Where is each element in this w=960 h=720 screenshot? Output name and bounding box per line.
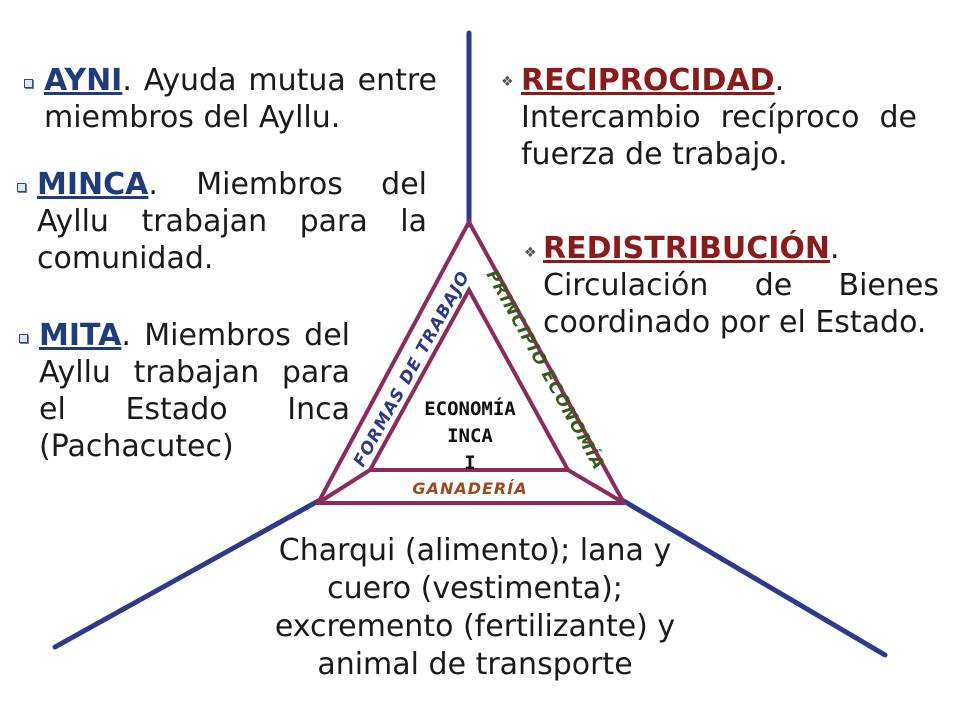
minca-text: . Miembros del Ayllu trabajan para la co… (37, 167, 427, 276)
redistribucion-text: . Circulación de Bienes coordinado por e… (543, 231, 939, 340)
connector-right (566, 468, 626, 505)
reciprocidad-text: . Intercambio recíproco de fuerza de tra… (521, 63, 917, 172)
bullet-reciprocidad: ❖ (501, 74, 514, 90)
mita-text: . Miembros del Ayllu trabajan para el Es… (39, 318, 350, 464)
center-title: ECONOMÍA INCA I (400, 396, 540, 477)
center-line-1: ECONOMÍA (424, 398, 516, 420)
bullet-minca (17, 183, 26, 192)
reciprocidad-term: RECIPROCIDAD (521, 63, 775, 98)
bullet-ayni (24, 79, 33, 88)
label-ganaderia: GANADERÍA (412, 479, 527, 498)
redistribucion-term: REDISTRIBUCIÓN (543, 231, 831, 266)
mita-block: MITA. Miembros del Ayllu trabajan para e… (39, 317, 350, 465)
mita-term: MITA (39, 318, 122, 353)
minca-block: MINCA. Miembros del Ayllu trabajan para … (37, 166, 427, 277)
left-axis-line (52, 497, 323, 650)
bullet-redistribucion: ❖ (524, 245, 537, 261)
inner-triangle (366, 285, 572, 472)
center-line-3: I (464, 452, 476, 474)
reciprocidad-block: RECIPROCIDAD. Intercambio recíproco de f… (521, 62, 917, 173)
right-axis-line (619, 497, 888, 658)
outer-triangle (314, 217, 628, 505)
ganaderia-description: Charqui (alimento); lana y cuero (vestim… (274, 533, 676, 682)
ayni-block: AYNI. Ayuda mutua entre miembros del Ayl… (44, 62, 437, 136)
ayni-text: . Ayuda mutua entre miembros del Ayllu. (44, 63, 437, 135)
connector-left (316, 468, 372, 505)
ayni-term: AYNI (44, 63, 123, 98)
center-line-2: INCA (447, 425, 493, 447)
bullet-mita (19, 334, 28, 343)
redistribucion-block: REDISTRIBUCIÓN. Circulación de Bienes co… (543, 230, 939, 341)
minca-term: MINCA (37, 167, 149, 202)
